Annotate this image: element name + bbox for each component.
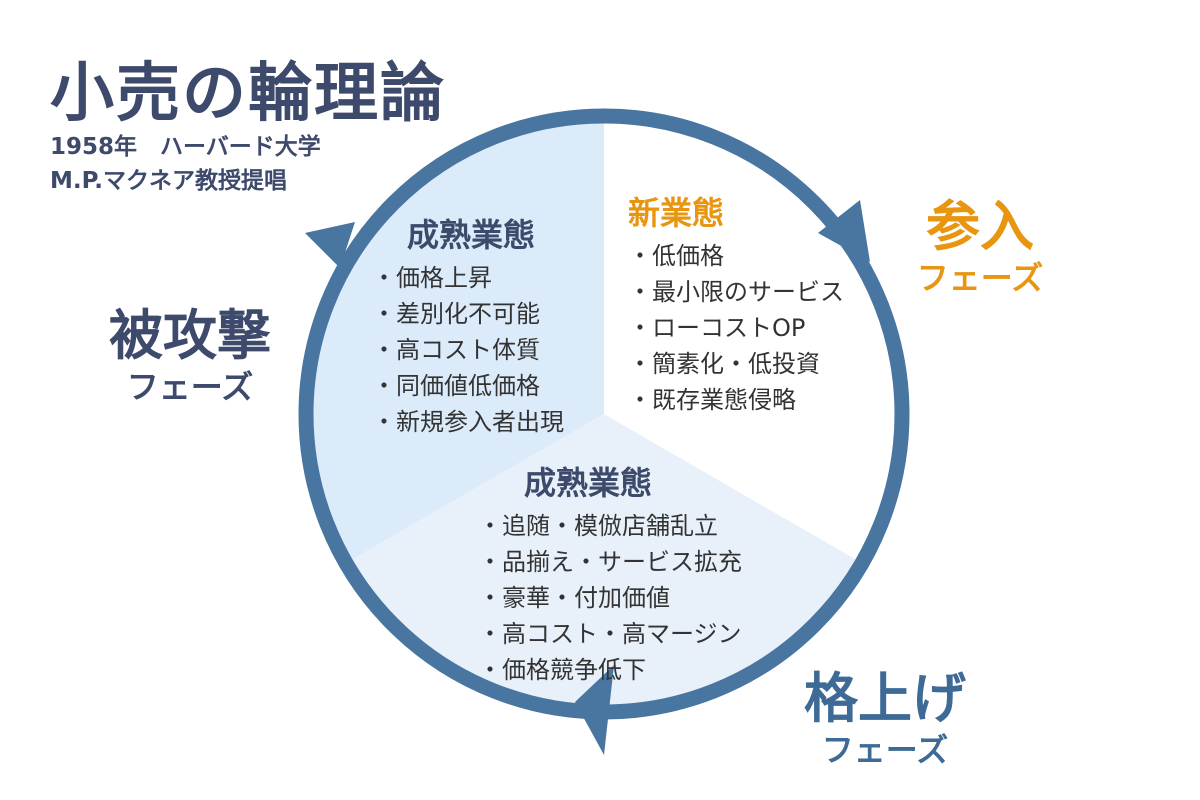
sector-mature-bottom [346,414,862,712]
phase-entry: 参入 フェーズ [895,196,1065,298]
section-new: 新業態 ・低価格 ・最小限のサービス ・ローコストOP ・簡素化・低投資 ・既存… [628,188,844,418]
arrow-attacked-icon [305,222,355,268]
list-item: ・簡素化・低投資 [628,350,820,378]
phase-trade-up-sub: フェーズ [821,731,949,769]
list-item: ・高コスト体質 [372,336,540,364]
list-item: ・同価値低価格 [372,372,540,400]
section-mature-bottom-title: 成熟業態 [524,464,653,502]
section-mature-left-title: 成熟業態 [407,216,536,254]
list-item: ・豪華・付加価値 [478,584,670,612]
section-mature-bottom: 成熟業態 ・追随・模倣店舗乱立 ・品揃え・サービス拡充 ・豪華・付加価値 ・高コ… [478,458,742,688]
subtitle-line-2: M.P.マクネア教授提唱 [50,168,287,194]
subtitle-line-1: 1958年 ハーバード大学 [50,134,321,160]
phase-attacked-main: 被攻撃 [109,304,271,367]
list-item: ・追随・模倣店舗乱立 [478,512,718,540]
phase-entry-sub: フェーズ [916,259,1044,297]
list-item: ・最小限のサービス [628,278,844,306]
list-item: ・既存業態侵略 [628,386,796,414]
list-item: ・品揃え・サービス拡充 [478,548,742,576]
list-item: ・新規参入者出現 [372,408,564,436]
section-mature-bottom-list: ・追随・模倣店舗乱立 ・品揃え・サービス拡充 ・豪華・付加価値 ・高コスト・高マ… [478,508,742,688]
phase-trade-up-main: 格上げ [804,667,966,730]
section-mature-left-list: ・価格上昇 ・差別化不可能 ・高コスト体質 ・同価値低価格 ・新規参入者出現 [372,260,564,440]
page-title: 小売の輪理論 [50,57,446,131]
section-new-list: ・低価格 ・最小限のサービス ・ローコストOP ・簡素化・低投資 ・既存業態侵略 [628,238,844,418]
arrow-trade-up-icon [575,665,614,755]
list-item: ・高コスト・高マージン [478,620,742,648]
list-item: ・価格上昇 [372,264,492,292]
list-item: ・低価格 [628,242,724,270]
phase-attacked-sub: フェーズ [126,368,254,406]
phase-entry-main: 参入 [926,195,1034,258]
list-item: ・ローコストOP [628,314,806,342]
list-item: ・価格競争低下 [478,656,646,684]
phase-attacked: 被攻撃 フェーズ [85,305,295,407]
page-subtitle: 1958年 ハーバード大学 M.P.マクネア教授提唱 [50,130,321,198]
list-item: ・差別化不可能 [372,300,540,328]
section-mature-left: 成熟業態 ・価格上昇 ・差別化不可能 ・高コスト体質 ・同価値低価格 ・新規参入… [372,210,564,440]
arrow-entry-icon [818,200,870,262]
phase-trade-up: 格上げ フェーズ [780,668,990,770]
section-new-title: 新業態 [628,194,725,232]
